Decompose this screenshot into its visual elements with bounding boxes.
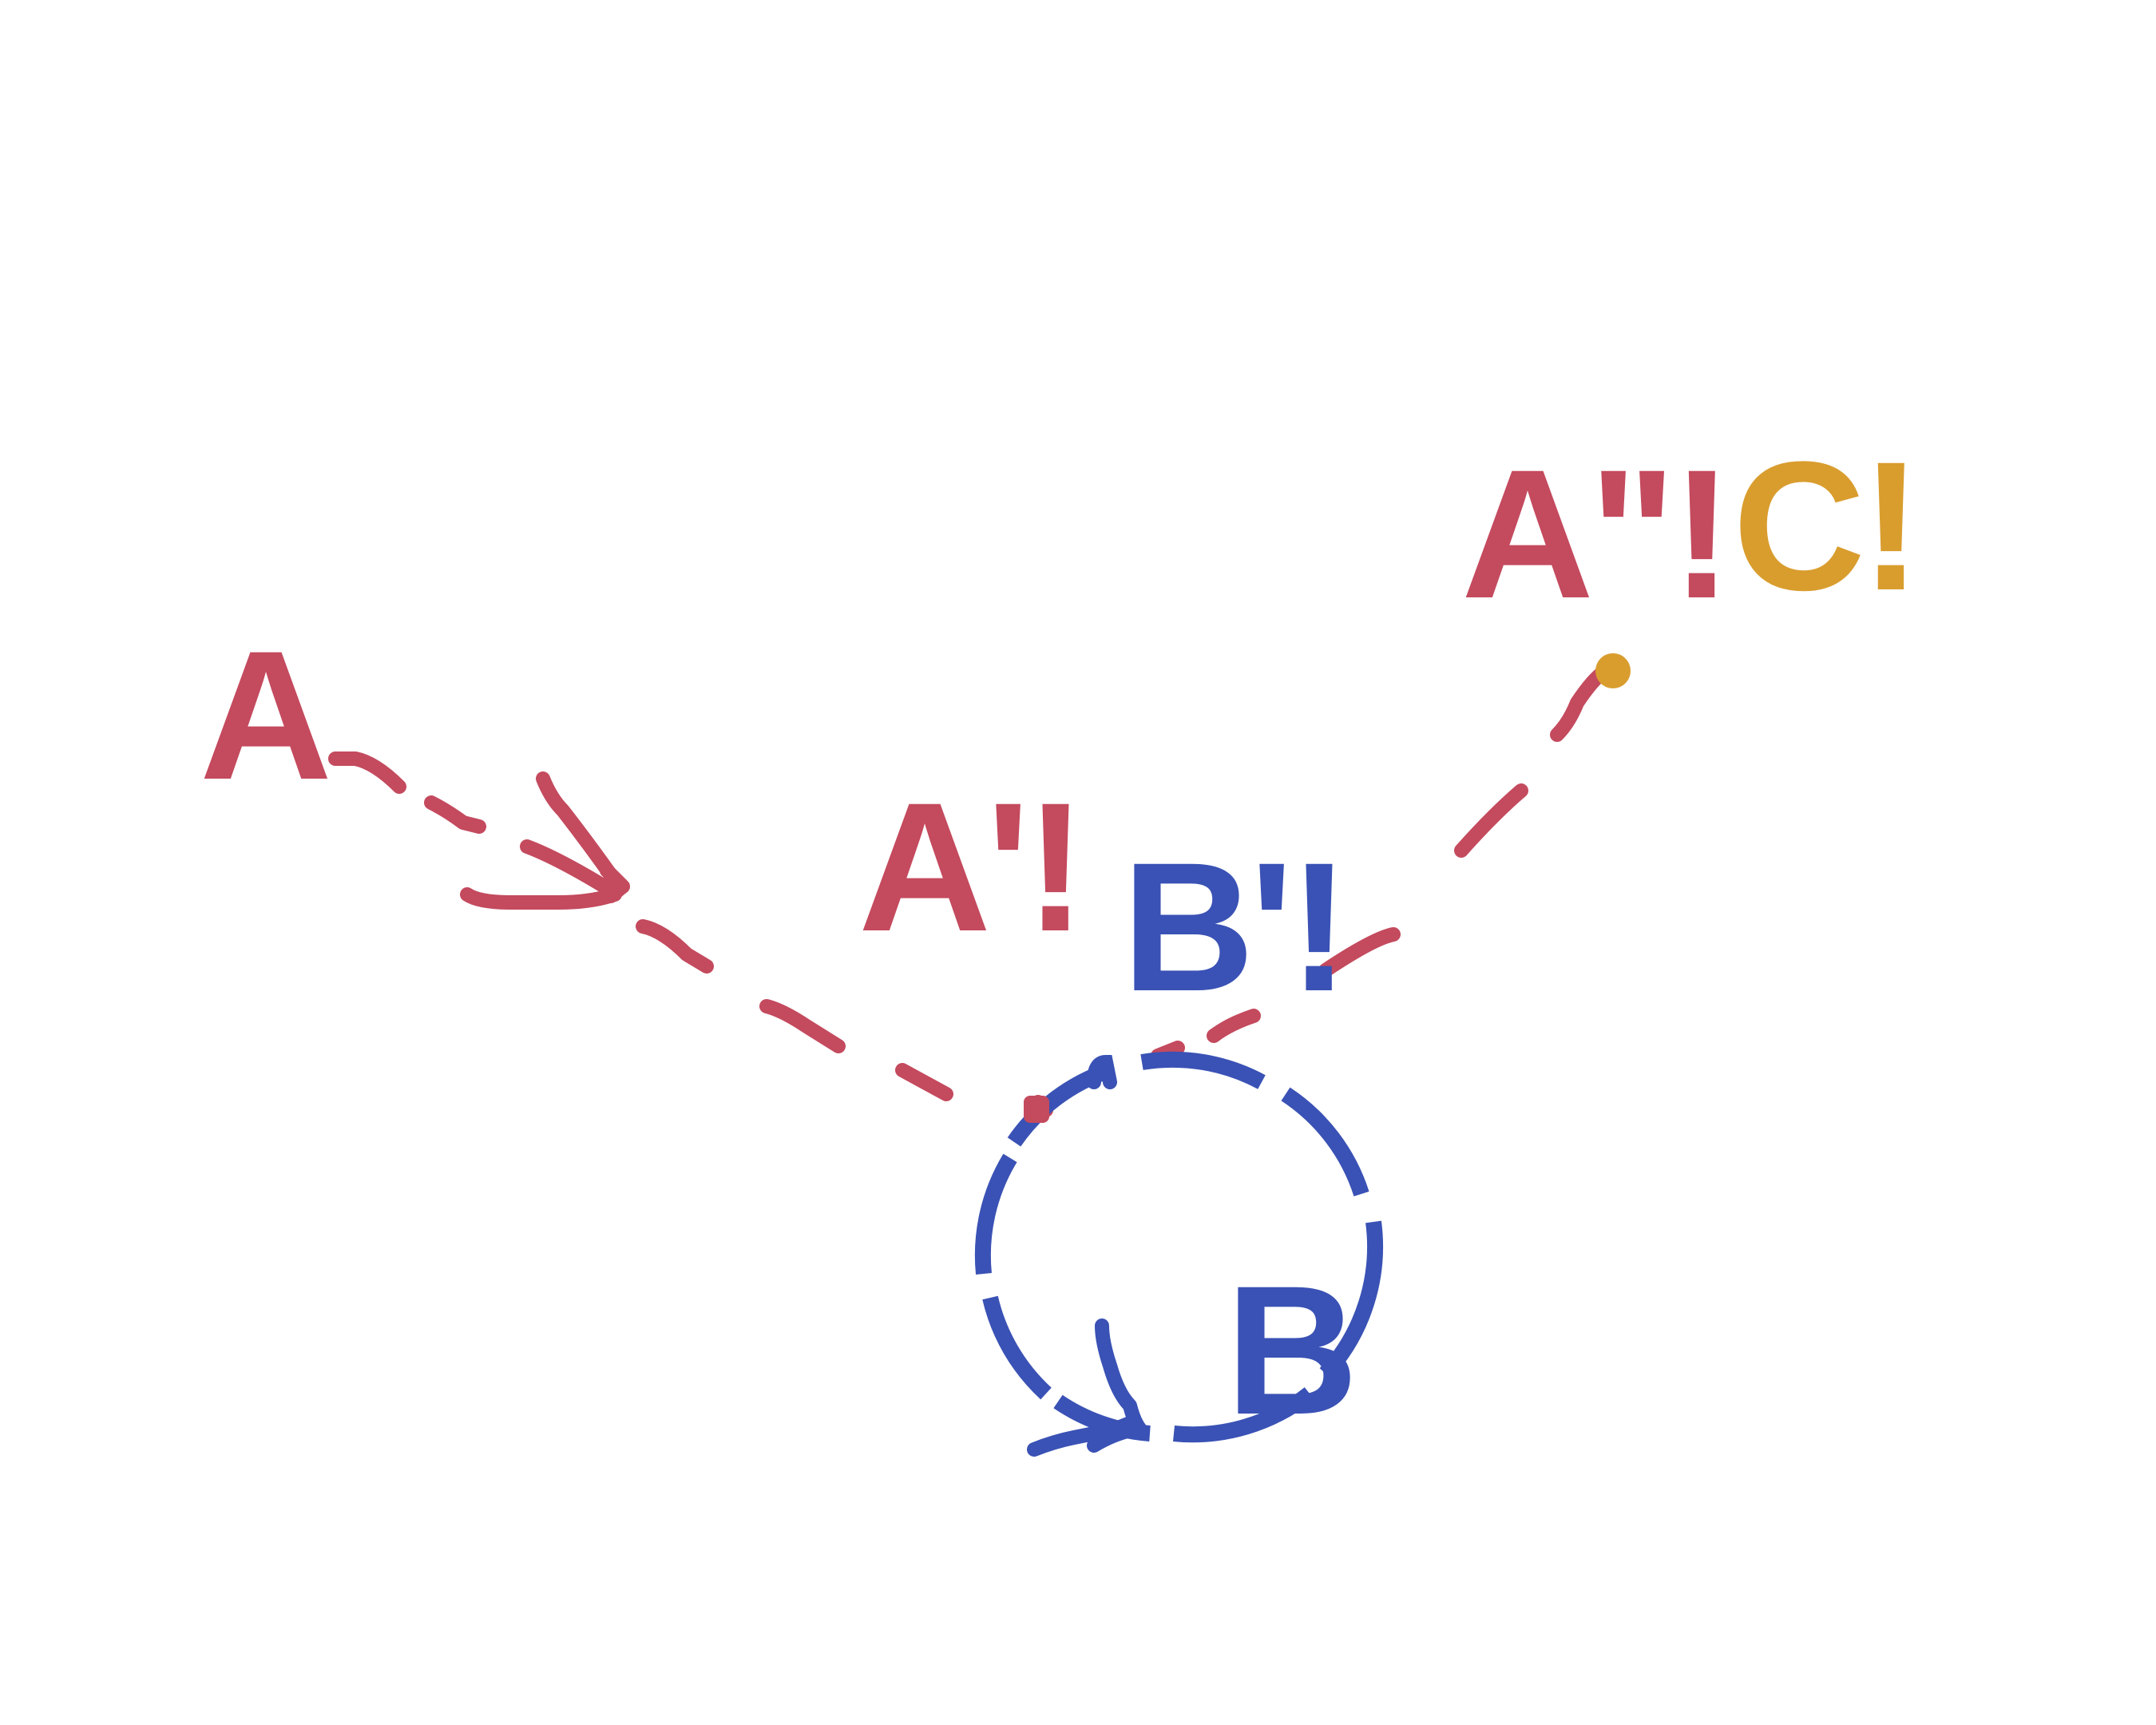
label-b: B [1226, 1247, 1353, 1453]
path-a-segment-2 [424, 795, 486, 834]
path-a-segment-1 [328, 751, 406, 794]
path-a-to-b [328, 751, 953, 1101]
loop-arc-2 [1140, 1051, 1266, 1089]
path-b-dash-5 [1454, 783, 1528, 858]
path-b-dash-3 [1207, 1009, 1261, 1043]
label-a-double-prime: A"! [1461, 431, 1728, 636]
path-b-dash-4 [1318, 927, 1401, 978]
path-b-dash-6 [1550, 664, 1612, 742]
label-c: C! [1733, 423, 1917, 629]
loop-arrowhead-icon [1027, 1319, 1147, 1457]
loop-arc-8 [974, 1153, 1017, 1275]
path-a-segment-3 [636, 919, 714, 974]
loop-arc-3 [1281, 1087, 1369, 1197]
loop-arc-4 [1319, 1220, 1383, 1379]
red-marker-dot [1024, 1096, 1049, 1123]
path-a-segment-5 [895, 1063, 953, 1101]
label-b-prime: B'! [1122, 824, 1345, 1029]
c-endpoint-dot [1595, 653, 1631, 688]
loop-arc-5 [1173, 1387, 1315, 1443]
label-a-prime: A'! [858, 764, 1081, 970]
loop-arc-7 [982, 1295, 1052, 1400]
path-a-segment-4 [759, 999, 846, 1053]
arrowhead-icon [460, 771, 630, 910]
label-a: A [200, 613, 328, 818]
loop-top-dashes [1087, 1054, 1117, 1089]
